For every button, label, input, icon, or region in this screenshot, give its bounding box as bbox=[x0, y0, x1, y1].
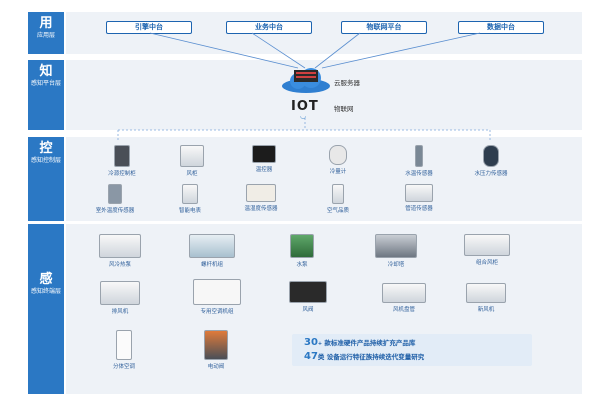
platform-panel bbox=[66, 60, 582, 130]
control-layer-tag: 控 感知控制层 bbox=[28, 137, 64, 221]
control-cabinet-icon bbox=[114, 145, 130, 167]
heat-pump-icon bbox=[99, 234, 141, 258]
control-device[interactable]: 智能电表 bbox=[168, 184, 212, 214]
terminal-device[interactable]: 电动阀 bbox=[196, 330, 236, 370]
wifi-icon: ◡ bbox=[300, 112, 307, 120]
application-panel: 引擎中台 业务中台 物联网平台 数据中台 bbox=[66, 12, 582, 54]
fan-coil-icon bbox=[382, 283, 426, 303]
terminal-device[interactable]: 水泵 bbox=[284, 234, 320, 268]
split-ac-icon bbox=[116, 330, 132, 360]
terminal-device[interactable]: 专用空调机组 bbox=[186, 279, 248, 315]
control-device[interactable]: 温湿度传感器 bbox=[234, 184, 288, 212]
screw-chiller-icon bbox=[189, 234, 235, 258]
stat-line-products: 30+ 款标准硬件产品持续扩充产品库 bbox=[304, 337, 416, 348]
platform-engine[interactable]: 引擎中台 bbox=[106, 21, 192, 34]
cooling-tower-icon bbox=[375, 234, 417, 258]
water-pump-icon bbox=[290, 234, 314, 258]
product-stats-note: 30+ 款标准硬件产品持续扩充产品库 47类 设备运行特征族持续迭代变量研究 bbox=[292, 334, 532, 366]
control-device[interactable]: 温控器 bbox=[244, 145, 284, 173]
control-device[interactable]: 水温传感器 bbox=[396, 145, 442, 177]
water-pressure-sensor-icon bbox=[483, 145, 499, 167]
fresh-air-unit-icon bbox=[466, 283, 506, 303]
control-layer: 控 感知控制层 bbox=[28, 137, 582, 221]
terminal-device[interactable]: 冷却塔 bbox=[372, 234, 420, 268]
platform-business[interactable]: 业务中台 bbox=[226, 21, 312, 34]
water-temp-sensor-icon bbox=[415, 145, 423, 167]
platform-iot[interactable]: 物联网平台 bbox=[341, 21, 427, 34]
stat-line-categories: 47类 设备运行特征族持续迭代变量研究 bbox=[304, 351, 425, 362]
cloud-label: 云服务器 bbox=[334, 79, 360, 87]
platform-layer: 知 感知平台层 bbox=[28, 60, 582, 130]
application-layer-tag: 用 应用层 bbox=[28, 12, 64, 54]
precision-ac-icon bbox=[193, 279, 241, 305]
application-layer: 用 应用层 引擎中台 业务中台 物联网平台 数据中台 bbox=[28, 12, 582, 54]
control-device[interactable]: 冷量计 bbox=[318, 145, 358, 175]
control-device[interactable]: 风柜 bbox=[172, 145, 212, 177]
control-device[interactable]: 冷源控制柜 bbox=[102, 145, 142, 177]
cloud-icon bbox=[282, 68, 330, 93]
humidity-sensor-icon bbox=[246, 184, 276, 202]
thermostat-icon bbox=[252, 145, 276, 163]
terminal-device[interactable]: 组合风柜 bbox=[462, 234, 512, 266]
air-valve-icon bbox=[289, 281, 327, 303]
control-device[interactable]: 水压力传感器 bbox=[466, 145, 516, 177]
air-quality-icon bbox=[332, 184, 344, 204]
terminal-device[interactable]: 风冷热泵 bbox=[96, 234, 144, 268]
terminal-device[interactable]: 新风机 bbox=[464, 283, 508, 313]
exhaust-fan-icon bbox=[100, 281, 140, 305]
electric-valve-icon bbox=[204, 330, 228, 360]
pipe-sensor-icon bbox=[405, 184, 433, 202]
control-device[interactable]: 空气品质 bbox=[316, 184, 360, 214]
cooling-meter-icon bbox=[329, 145, 347, 165]
terminal-device[interactable]: 分体空调 bbox=[104, 330, 144, 370]
outdoor-temp-sensor-icon bbox=[108, 184, 122, 204]
terminal-device[interactable]: 风阀 bbox=[286, 281, 330, 313]
iot-logo: IOT bbox=[291, 99, 319, 114]
terminal-layer-tag: 感 感知终端层 bbox=[28, 224, 64, 394]
control-device[interactable]: 管道传感器 bbox=[394, 184, 444, 212]
terminal-device[interactable]: 风机盘管 bbox=[380, 283, 428, 313]
ahu-icon bbox=[464, 234, 510, 256]
control-device[interactable]: 室外温度传感器 bbox=[86, 184, 144, 214]
terminal-device[interactable]: 排风机 bbox=[98, 281, 142, 315]
smart-meter-icon bbox=[182, 184, 198, 204]
air-cabinet-icon bbox=[180, 145, 204, 167]
iot-label: 物联网 bbox=[334, 105, 354, 113]
platform-data[interactable]: 数据中台 bbox=[458, 21, 544, 34]
terminal-device[interactable]: 螺杆机组 bbox=[186, 234, 238, 268]
cloud-server bbox=[280, 66, 332, 94]
platform-layer-tag: 知 感知平台层 bbox=[28, 60, 64, 130]
